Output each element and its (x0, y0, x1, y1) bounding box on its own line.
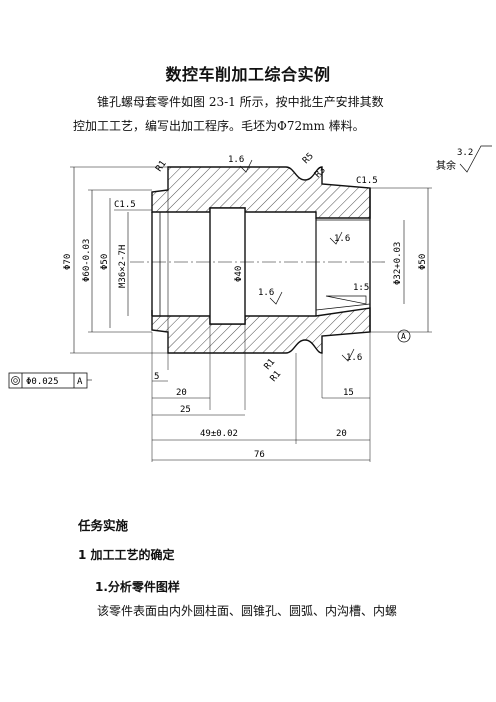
r5-label: R5 (301, 151, 316, 166)
dim-20-label: 20 (176, 388, 187, 398)
thread-label: M36×2-7H (118, 245, 128, 288)
intro-line-1: 锥孔螺母套零件如图 23-1 所示，按中批生产安排其数 (97, 95, 384, 109)
dim-76-label: 76 (254, 450, 265, 460)
section-task-heading: 任务实施 (78, 518, 129, 533)
dia-70-label: Φ70 (63, 254, 73, 270)
chamfer-left-label: C1.5 (114, 200, 136, 210)
dia-40-label: Φ40 (234, 266, 244, 282)
r1-top-label: R1 (154, 159, 168, 174)
dim-15-label: 15 (343, 388, 354, 398)
taper-label: 1:5 (353, 283, 369, 293)
dia-32-label: Φ32+0.03 (393, 242, 403, 285)
dia-50r-label: Φ50 (418, 254, 428, 270)
dia-60-label: Φ60-0.03 (82, 239, 92, 282)
r1-bottom2-label: R1 (269, 369, 284, 384)
roughness-rest-label: 其余 (436, 159, 456, 172)
chamfer-right-label: C1.5 (356, 176, 378, 186)
dim-25-label: 25 (180, 405, 191, 415)
body-text: 该零件表面由内外圆柱面、圆锥孔、圆弧、内沟槽、内螺 (97, 604, 398, 618)
upper-section-hatch (151, 166, 371, 219)
dim-20b-label: 20 (336, 429, 347, 439)
intro-line-2: 控加工工艺，编写出加工程序。毛坯为Φ72mm 棒料。 (73, 119, 365, 133)
section-1-1-heading: 1.分析零件图样 (95, 580, 180, 594)
page-title: 数控车削加工综合实例 (165, 65, 331, 84)
dim-5-label: 5 (154, 372, 159, 382)
part-drawing: Φ70 Φ60-0.03 Φ50 M36×2-7H Φ40 Φ32+0.03 Φ… (8, 145, 492, 462)
dim-49-label: 49±0.02 (200, 429, 238, 439)
datum-a-label: A (401, 332, 406, 341)
ra-top-label: 1.6 (228, 155, 244, 165)
ra-inner-label: 1.6 (258, 288, 274, 298)
coax-tolerance-label: Φ0.025 (26, 377, 59, 387)
ra-bottom-label: 1.6 (346, 353, 362, 363)
dia-50-label: Φ50 (100, 254, 110, 270)
section-1-heading: 1 加工工艺的确定 (78, 548, 175, 562)
lower-section-hatch (151, 307, 371, 354)
roughness-value-label: 3.2 (457, 148, 473, 158)
ra-bore-label: 1.6 (334, 234, 350, 244)
coax-datum-label: A (77, 377, 83, 387)
